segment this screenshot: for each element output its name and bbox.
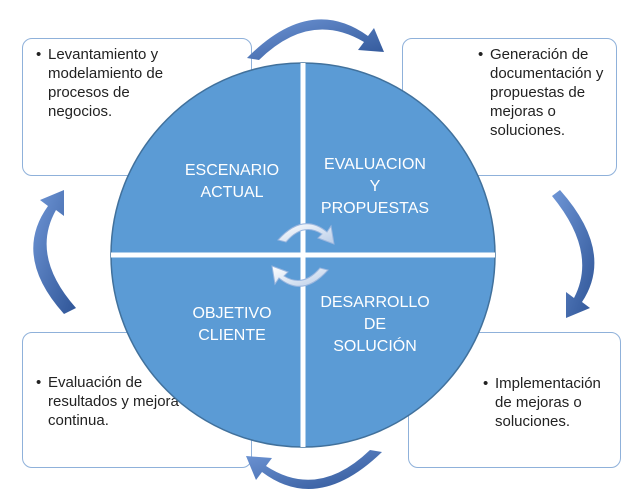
quadrant-label-bottom-left: OBJETIVO CLIENTE [192, 305, 272, 344]
center-arrow-bottom-icon [271, 265, 329, 287]
box-bottom-right: Implementación de mejoras o soluciones. [408, 332, 621, 468]
box-bottom-right-text: Implementación de mejoras o soluciones. [483, 374, 619, 431]
box-bottom-left-text: Evaluación de resultados y mejora contin… [36, 373, 203, 430]
curved-arrow-bottom-icon [246, 450, 382, 489]
box-top-right-text: Generación de documentación y propuestas… [478, 45, 614, 140]
center-arrow-top-icon [277, 223, 335, 245]
quadrant-label-top-left: ESCENARIO ACTUAL [184, 162, 280, 201]
curved-arrow-top-icon [247, 19, 384, 60]
curved-arrow-right-icon [552, 190, 595, 318]
box-top-left-text: Levantamiento y modelamiento de procesos… [36, 45, 198, 121]
quadrant-label-bottom-right: DESARROLLO DE SOLUCIÓN [320, 294, 430, 355]
quadrant-label-top-right: EVALUACION Y PROPUESTAS [320, 156, 430, 217]
curved-arrow-left-icon [33, 190, 76, 314]
